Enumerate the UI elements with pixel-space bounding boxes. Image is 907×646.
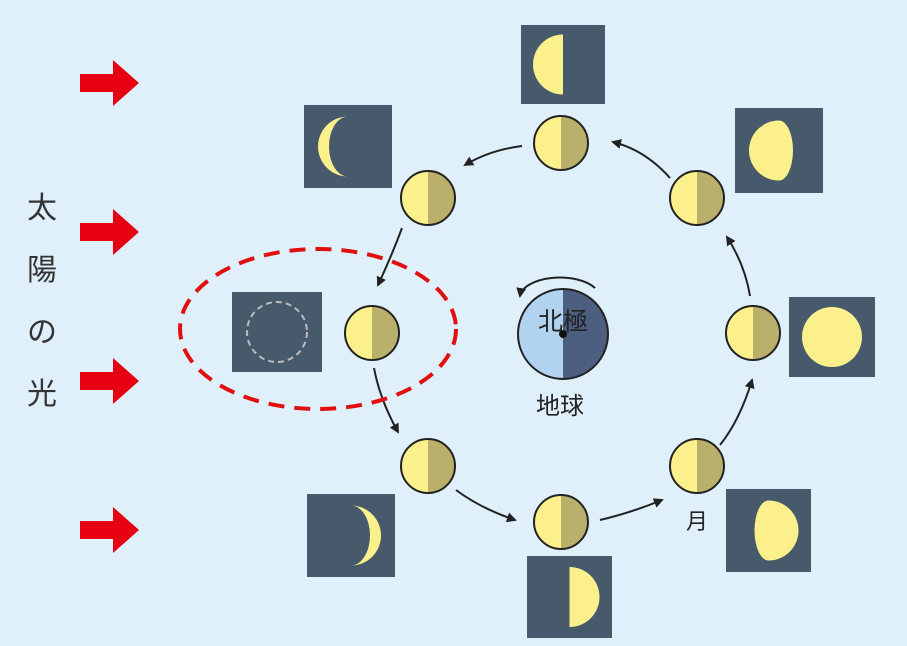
full-moon-icon <box>802 307 862 367</box>
sunlight-char: 陽 <box>27 253 57 288</box>
sunlight-char: 光 <box>27 377 57 412</box>
waning-crescent-moon-icon <box>318 116 348 177</box>
orbit-moon-bottom-left <box>400 438 456 494</box>
orbit-moon-top-right <box>669 170 725 226</box>
orbit-moon-bottom-right <box>669 438 725 494</box>
phase-box-left <box>232 292 322 372</box>
sunlight-char: 太 <box>27 191 57 226</box>
sunlight-label: 太 陽 の 光 <box>24 178 60 426</box>
moon-label: 月 <box>686 510 709 535</box>
orbit-moon-top <box>533 115 589 171</box>
first-quarter-moon-icon <box>569 567 600 627</box>
sunlight-arrow-icon <box>80 60 139 106</box>
phase-box-bottom-right <box>726 489 811 572</box>
rotation-arrow-icon <box>516 276 596 298</box>
sunlight-arrow-icon <box>80 358 139 404</box>
waxing-crescent-moon-icon <box>351 505 381 566</box>
earth <box>516 276 609 380</box>
waxing-gibbous-moon-icon <box>754 500 799 561</box>
orbit-arrow-icon <box>611 139 671 179</box>
sunlight-char: の <box>27 315 57 350</box>
phase-box-bottom-left <box>307 494 395 577</box>
phase-box-right <box>789 297 875 377</box>
orbit-moon-top-left <box>400 170 456 226</box>
orbit-moon-bottom <box>533 494 589 550</box>
north-pole-label: 北極 <box>538 307 589 336</box>
orbit-arrow-icon <box>376 227 403 287</box>
orbit-arrow-icon <box>455 489 517 523</box>
orbit-arrow-icon <box>599 498 664 521</box>
phase-box-bottom <box>527 556 612 638</box>
orbit-moon-right <box>725 305 781 361</box>
orbit-arrow-icon <box>463 145 523 167</box>
phase-box-top-left <box>304 105 392 188</box>
orbit-arrow-icon <box>719 378 755 446</box>
new-moon-highlight <box>178 247 458 411</box>
last-quarter-moon-icon <box>533 34 563 95</box>
sunlight-arrow-icon <box>80 209 139 255</box>
orbit-moon-left <box>344 305 400 361</box>
waning-gibbous-moon-icon <box>749 120 793 181</box>
phase-box-top-right <box>735 108 823 193</box>
sunlight-arrow-icon <box>80 507 139 553</box>
phase-box-top <box>521 25 605 104</box>
new-moon-icon <box>246 301 308 363</box>
orbit-arrow-icon <box>725 235 751 297</box>
earth-label: 地球 <box>536 392 584 420</box>
